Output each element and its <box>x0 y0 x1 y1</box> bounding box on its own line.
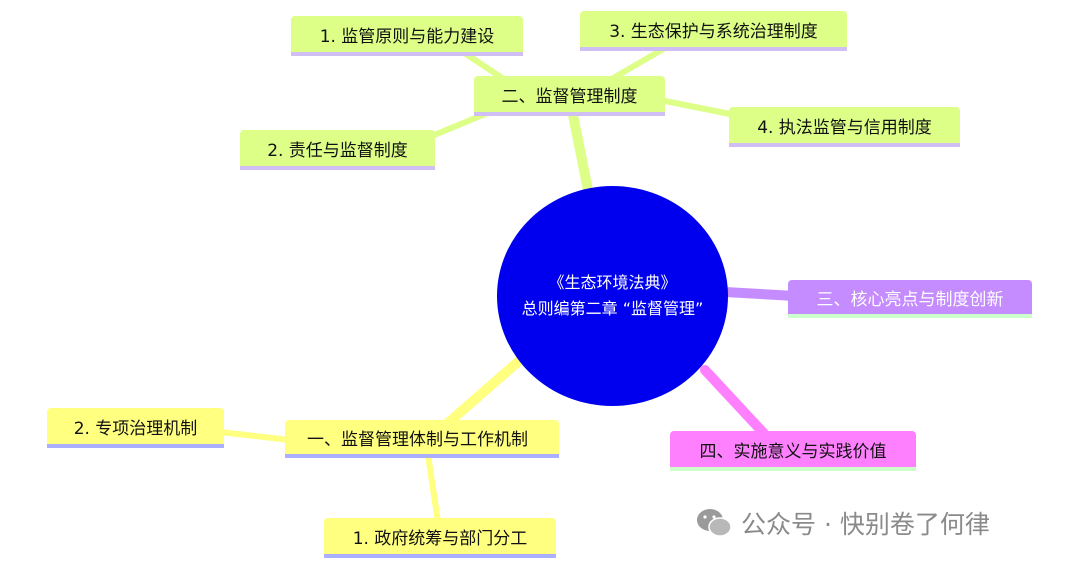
watermark: 公众号 · 快别卷了何律 <box>695 505 990 541</box>
central-topic-subtitle: 总则编第二章 “监督管理” <box>521 299 704 318</box>
link-center-b4 <box>700 365 775 445</box>
link-center-b2 <box>567 105 593 195</box>
link-b1-c1 <box>425 452 441 525</box>
central-topic-title: 《生态环境法典》 <box>548 273 677 292</box>
branch-significance[interactable]: 四、实施意义与实践价值 <box>670 431 916 471</box>
link-center-b3 <box>720 287 800 301</box>
link-b1-c2 <box>217 429 293 443</box>
branch-highlights[interactable]: 三、核心亮点与制度创新 <box>788 280 1032 318</box>
branch-system-mechanism[interactable]: 一、监督管理体制与工作机制 <box>285 420 559 458</box>
subtopic-principles[interactable]: 1. 监管原则与能力建设 <box>291 16 523 56</box>
subtopic-government-coordination[interactable]: 1. 政府统筹与部门分工 <box>324 518 556 558</box>
link-b2-c4 <box>657 97 738 118</box>
central-topic[interactable]: 《生态环境法典》 总则编第二章 “监督管理” <box>497 186 728 406</box>
subtopic-special-governance[interactable]: 2. 专项治理机制 <box>47 408 224 448</box>
subtopic-responsibility[interactable]: 2. 责任与监督制度 <box>240 130 435 170</box>
watermark-text: 公众号 · 快别卷了何律 <box>741 510 990 539</box>
subtopic-enforcement-credit[interactable]: 4. 执法监管与信用制度 <box>729 107 960 147</box>
branch-supervision-system[interactable]: 二、监督管理制度 <box>474 76 665 116</box>
subtopic-ecological-protection[interactable]: 3. 生态保护与系统治理制度 <box>580 11 847 51</box>
wechat-icon <box>697 509 732 537</box>
link-center-b1 <box>435 355 525 435</box>
